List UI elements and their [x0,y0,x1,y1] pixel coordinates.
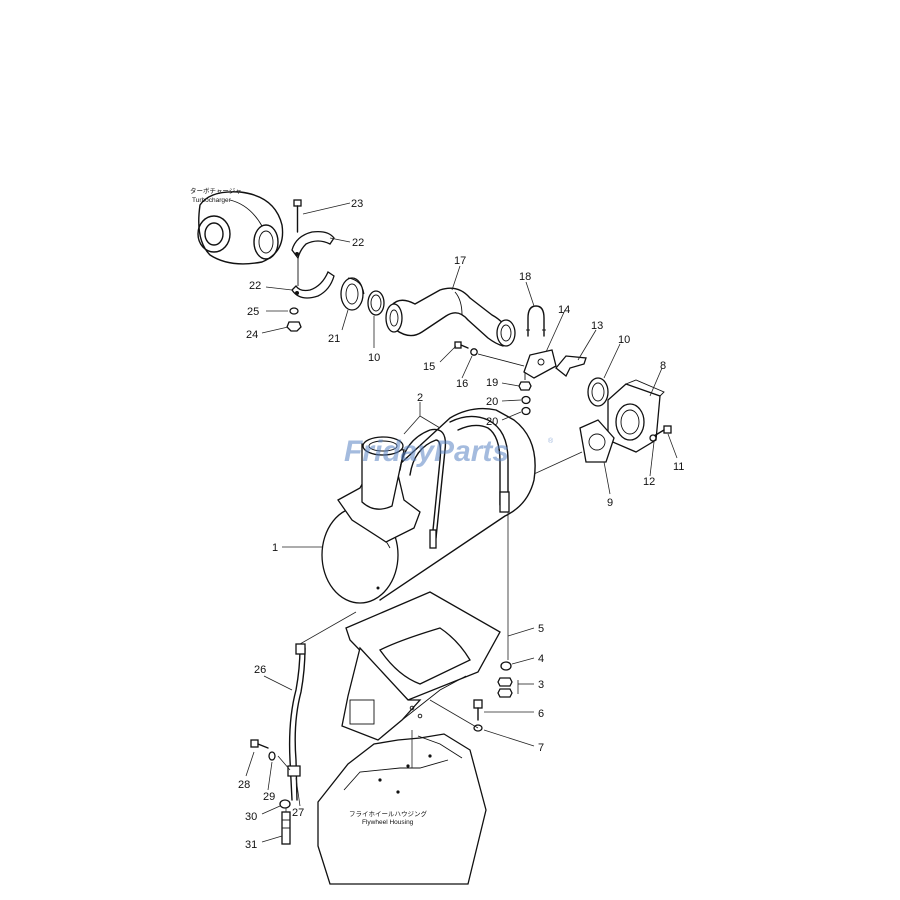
callout-23: 23 [351,198,363,210]
leader-lines [245,202,678,843]
callout-4: 4 [538,653,544,665]
drain-tube-26 [288,643,306,801]
exhaust-pipe-17 [385,287,516,347]
nut-24 [286,321,302,332]
callout-8: 8 [660,360,666,372]
washer-29 [268,751,276,761]
callout-17: 17 [454,255,466,267]
callout-numbers: 23 22 22 25 24 21 10 17 18 14 13 10 8 15… [238,198,684,851]
gasket-9 [579,419,615,463]
gasket-10-right [587,377,609,407]
callout-15: 15 [423,361,435,373]
callout-16: 16 [456,378,468,390]
callout-28: 28 [238,779,250,791]
callout-29: 29 [263,791,275,803]
svg-text:FridayParts: FridayParts [344,435,509,468]
callout-27: 27 [292,807,304,819]
callout-30: 30 [245,811,257,823]
callout-18: 18 [519,271,531,283]
callout-19: 19 [486,377,498,389]
watermark-text-b: Parts [434,435,509,468]
callout-14: 14 [558,304,570,316]
turbocharger-caption-en: Turbocharger [192,197,232,204]
nut-3b [497,688,513,698]
muffler-1 [321,407,536,604]
watermark: FridayParts ® [344,435,554,468]
callout-22-lower: 22 [249,280,261,292]
bolt-15 [454,341,469,349]
assembly-lines [277,451,583,812]
washer-4 [500,661,512,671]
callout-20-lower: 20 [486,416,498,428]
bracket-14 [523,349,557,379]
callout-12: 12 [643,476,655,488]
nut-30 [279,799,291,809]
nut-19 [518,381,532,391]
washer-20a [521,395,531,405]
washer-12 [649,434,657,442]
flange-elbow-8 [607,379,665,453]
clamp-upper-22 [291,230,335,260]
bolt-11 [653,425,672,437]
callout-10-right: 10 [618,334,630,346]
flywheel-caption-en: Flywheel Housing [362,819,414,826]
callout-13: 13 [591,320,603,332]
callout-26: 26 [254,664,266,676]
clamp-bolt-23 [293,199,302,233]
flywheel-housing [317,733,487,885]
clamp-lower-22 [291,271,335,299]
callout-7: 7 [538,742,544,754]
bolt-28 [250,739,269,749]
flywheel-caption-jp: フライホイールハウジング [349,809,428,818]
callout-2: 2 [417,392,423,404]
washer-16 [470,348,478,356]
callout-21: 21 [328,333,340,345]
callout-25: 25 [247,306,259,318]
callout-20-upper: 20 [486,396,498,408]
gasket-10-upper [367,290,385,316]
callout-10-upper: 10 [368,352,380,364]
callout-11: 11 [673,461,684,473]
watermark-reg-mark: ® [548,437,554,445]
nut-3a [497,677,513,687]
callout-1: 1 [272,542,278,554]
callout-6: 6 [538,708,544,720]
lock-washer-25 [289,307,299,315]
bracket-13 [555,355,587,378]
strap-2 [399,415,510,549]
callout-31: 31 [245,839,257,851]
washer-20b [521,406,531,416]
turbocharger [197,191,284,265]
callout-5: 5 [538,623,544,635]
callout-9: 9 [607,497,613,509]
clip-27 [287,765,301,777]
watermark-text-a: Friday [344,435,435,468]
turbocharger-caption-jp: ターボチャージャ [190,186,241,195]
bolt-6 [473,699,483,721]
support-bracket-5 [341,591,501,741]
drain-plug-31 [281,811,291,845]
callout-24: 24 [246,329,258,341]
callout-3: 3 [538,679,544,691]
callout-22-upper: 22 [352,237,364,249]
u-bolt-18 [527,305,545,337]
ring-21 [340,277,365,311]
